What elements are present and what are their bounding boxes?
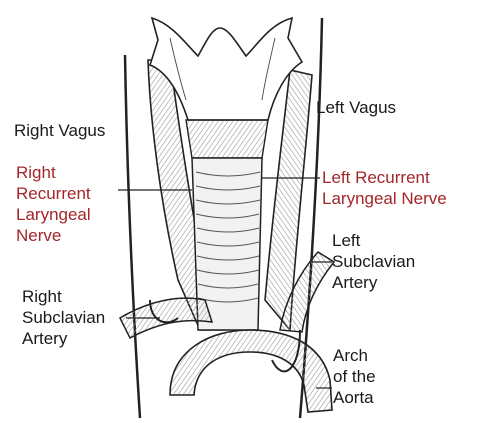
label-arch-of-aorta: Arch of the Aorta: [333, 345, 376, 408]
label-left-vagus: Left Vagus: [316, 97, 396, 118]
label-left-subclavian-artery: Left Subclavian Artery: [332, 230, 415, 293]
label-right-vagus: Right Vagus: [14, 120, 105, 141]
cricoid-cartilage: [186, 120, 268, 158]
label-left-recurrent-laryngeal-nerve: Left Recurrent Laryngeal Nerve: [322, 167, 447, 209]
label-right-subclavian-artery: Right Subclavian Artery: [22, 286, 105, 349]
right-vagus-nerve-line: [125, 55, 140, 418]
label-right-recurrent-laryngeal-nerve: Right Recurrent Laryngeal Nerve: [16, 162, 91, 246]
aortic-arch: [170, 330, 332, 412]
